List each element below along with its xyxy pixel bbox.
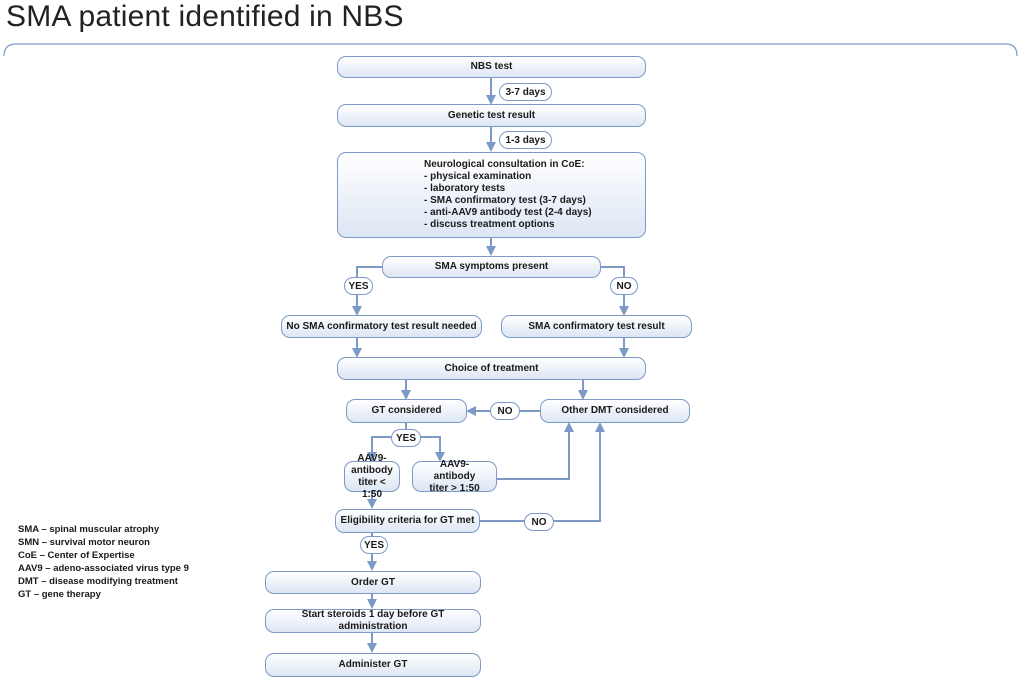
label-1-3-days: 1-3 days: [499, 131, 552, 149]
node-eligibility-criteria: Eligibility criteria for GT met: [335, 509, 480, 533]
arrow-symptoms-yes: [352, 266, 382, 316]
node-other-dmt-considered: Other DMT considered: [540, 399, 690, 423]
legend-item: DMT – disease modifying treatment: [18, 576, 178, 587]
node-no-confirmatory-needed: No SMA confirmatory test result needed: [281, 315, 482, 338]
label-no: NO: [610, 277, 638, 295]
consultation-item: - anti-AAV9 antibody test (2-4 days): [424, 207, 592, 218]
legend-item: SMA – spinal muscular atrophy: [18, 524, 160, 535]
node-start-steroids: Start steroids 1 day before GT administr…: [265, 609, 481, 633]
label-3-7-days: 3-7 days: [499, 83, 552, 101]
node-neurological-consultation: Neurological consultation in CoE: - phys…: [337, 152, 646, 238]
label-yes: YES: [360, 536, 388, 554]
arrow-high-other: [497, 422, 574, 480]
abbreviation-legend: SMA – spinal muscular atrophy SMN – surv…: [18, 523, 189, 601]
consultation-title: Neurological consultation in CoE:: [424, 159, 585, 170]
page-title: SMA patient identified in NBS: [6, 0, 404, 33]
arrow-symptoms-no: [601, 266, 629, 316]
node-titer-low: AAV9-antibody titer < 1:50: [344, 453, 400, 500]
label-no: NO: [490, 402, 520, 420]
node-gt-considered: GT considered: [346, 399, 467, 423]
label-no: NO: [524, 513, 554, 531]
node-confirmatory-result: SMA confirmatory test result: [501, 315, 692, 338]
arrow-eligibility-other-no: [480, 422, 605, 522]
legend-item: SMN – survival motor neuron: [18, 537, 150, 548]
node-genetic-test-result: Genetic test result: [337, 104, 646, 127]
consultation-item: - laboratory tests: [424, 183, 506, 194]
node-sma-symptoms-present: SMA symptoms present: [382, 256, 601, 278]
node-order-gt: Order GT: [265, 571, 481, 594]
label-yes: YES: [344, 277, 373, 295]
consultation-text: Neurological consultation in CoE: - phys…: [424, 159, 592, 231]
node-nbs-test: NBS test: [337, 56, 646, 78]
legend-item: GT – gene therapy: [18, 589, 101, 600]
node-administer-gt: Administer GT: [265, 653, 481, 677]
consultation-item: - SMA confirmatory test (3-7 days): [424, 195, 586, 206]
legend-item: CoE – Center of Expertise: [18, 550, 135, 561]
node-choice-of-treatment: Choice of treatment: [337, 357, 646, 380]
label-yes: YES: [391, 429, 421, 447]
legend-item: AAV9 – adeno-associated virus type 9: [18, 563, 189, 574]
title-bracket: [3, 43, 1018, 57]
node-titer-high: AAV9-antibody titer > 1:50: [412, 459, 497, 494]
consultation-item: - physical examination: [424, 171, 532, 182]
consultation-item: - discuss treatment options: [424, 219, 555, 230]
